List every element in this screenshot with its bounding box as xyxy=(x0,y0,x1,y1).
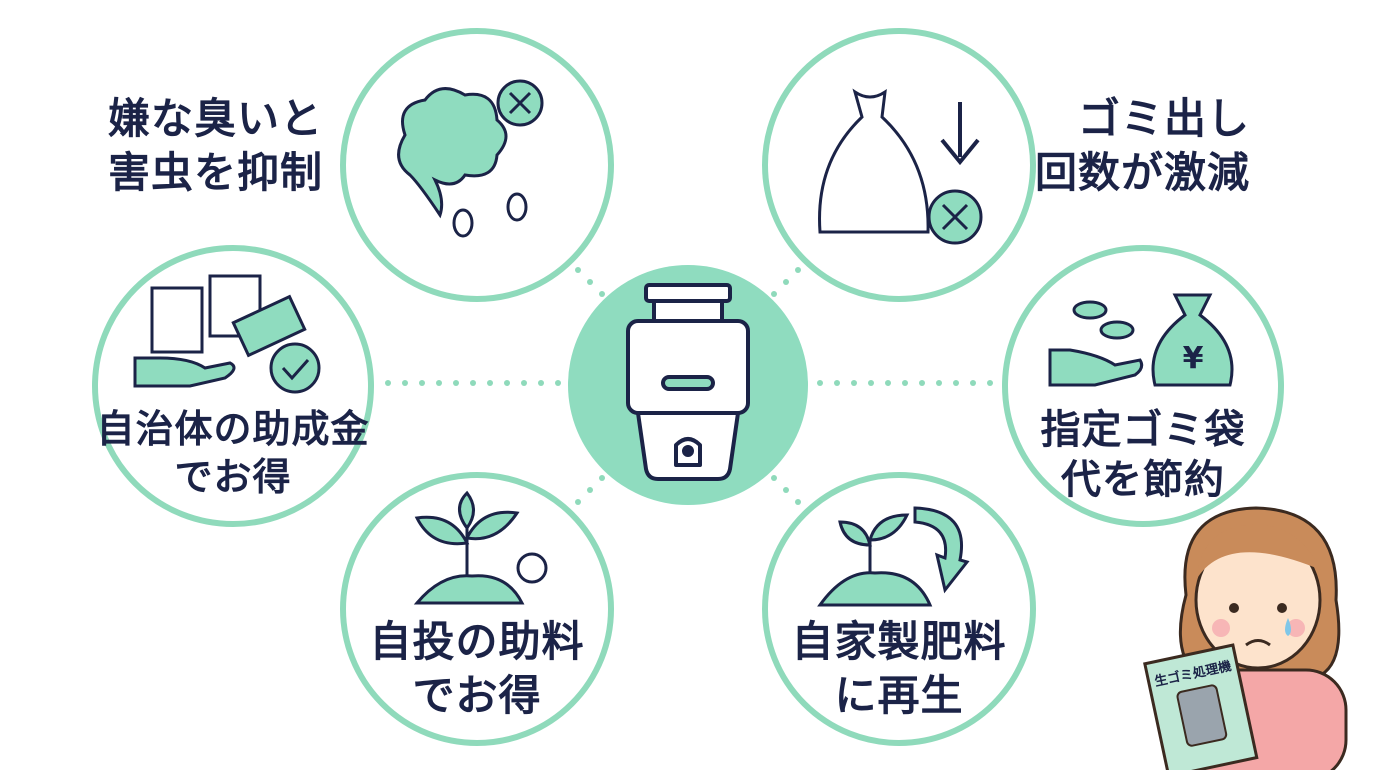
label-line: 回数が激減 xyxy=(1034,148,1250,197)
benefit-label-subsidy-2: 自投の助料 でお得 xyxy=(340,615,614,723)
subsidy-documents-money-icon xyxy=(133,274,321,394)
label-line: 害虫を抑制 xyxy=(108,148,324,197)
svg-text:¥: ¥ xyxy=(1183,341,1204,376)
sprout-soil-icon xyxy=(413,490,548,605)
label-line: 自投の助料 xyxy=(369,617,585,666)
benefit-label-fertilizer: 自家製肥料 に再生 xyxy=(762,615,1036,723)
garbage-bag-decrease-icon xyxy=(818,88,983,245)
label-line: に再生 xyxy=(834,671,964,720)
label-line: 嫌な臭いと xyxy=(108,94,324,143)
label-line: 代を節約 xyxy=(1061,457,1225,503)
benefit-circle-subsidy-2 xyxy=(340,472,614,746)
worried-woman-icon: 生ゴミ処理機 xyxy=(1143,506,1348,770)
label-line: 指定ゴミ袋 xyxy=(1040,407,1246,453)
benefit-label-bag-savings: 指定ゴミ袋 代を節約 xyxy=(1002,405,1284,505)
benefit-circle-garbage-trips xyxy=(762,28,1036,302)
garbage-disposer-icon xyxy=(626,283,750,481)
benefit-label-garbage-trips: ゴミ出し 回数が激減 xyxy=(1018,92,1250,200)
benefit-label-subsidy: 自治体の助成金 でお得 xyxy=(92,405,374,501)
label-line: 自家製肥料 xyxy=(791,617,1007,666)
coins-yen-bag-icon: ¥ xyxy=(1048,293,1234,387)
label-line: ゴミ出し xyxy=(1077,94,1250,143)
label-line: でお得 xyxy=(174,455,292,499)
label-line: 自治体の助成金 xyxy=(96,407,370,451)
sprout-recycle-arrow-icon xyxy=(817,506,970,607)
odor-cloud-flies-icon xyxy=(397,79,544,238)
label-line: でお得 xyxy=(412,671,542,720)
benefit-label-odor: 嫌な臭いと 害虫を抑制 xyxy=(108,92,323,200)
